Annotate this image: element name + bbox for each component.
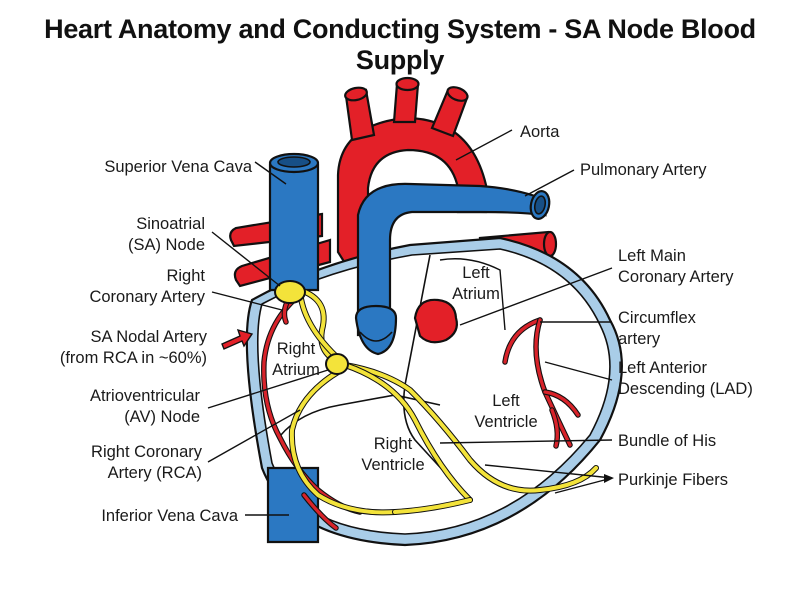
- leader-lines: [207, 129, 614, 516]
- label-av-node-line2: (AV) Node: [124, 408, 200, 426]
- label-aorta: Aorta: [520, 123, 560, 141]
- label-right-coronary-line1: Right: [166, 267, 205, 285]
- leader-pulmonary-artery: [524, 169, 575, 197]
- sa-nodal-artery-arrow: [221, 328, 254, 350]
- diagram-title: Heart Anatomy and Conducting System - SA…: [44, 14, 756, 75]
- label-lad-line2: Descending (LAD): [618, 380, 753, 398]
- purkinje-arrowhead: [604, 474, 614, 483]
- aorta-branch-3-end: [446, 86, 469, 102]
- label-bundle-of-his: Bundle of His: [618, 432, 716, 450]
- label-right-ventricle-line1: Right: [374, 435, 413, 453]
- label-circumflex-line1: Circumflex: [618, 309, 697, 327]
- aorta-branch-2-end: [395, 76, 420, 92]
- left-atrial-appendage: [413, 298, 458, 344]
- leader-sa-node: [211, 231, 281, 287]
- label-sa-nodal-line1: SA Nodal Artery: [91, 328, 208, 346]
- leader-superior-vena-cava: [254, 161, 287, 185]
- pulmonary-valve-cusp: [359, 331, 393, 342]
- heart-outline-inner: [256, 248, 611, 535]
- leader-left-main-coronary: [459, 267, 613, 326]
- label-left-ventricle-line2: Ventricle: [474, 413, 537, 431]
- label-right-ventricle-line2: Ventricle: [361, 456, 424, 474]
- label-left-main-line1: Left Main: [618, 247, 686, 265]
- label-sa-nodal-line2: (from RCA in ~60%): [60, 349, 207, 367]
- left-coronary-arteries: [502, 317, 581, 449]
- label-inferior-vena-cava: Inferior Vena Cava: [101, 507, 238, 525]
- label-right-atrium-line1: Right: [277, 340, 316, 358]
- aorta-branch-1-end: [344, 86, 368, 102]
- left-atrium-boundary: [439, 258, 506, 331]
- conduction-pathways: [288, 287, 599, 516]
- leader-lad: [544, 361, 613, 381]
- atrioventricular-line: [279, 394, 441, 437]
- label-left-atrium-line1: Left: [462, 264, 490, 282]
- sa-node: [274, 280, 306, 304]
- superior-vena-cava-lumen: [277, 156, 311, 168]
- leader-av-node: [207, 369, 329, 409]
- leader-aorta: [455, 129, 513, 161]
- av-node: [325, 353, 349, 375]
- label-sinoatrial-line2: (SA) Node: [128, 236, 205, 254]
- label-left-ventricle-line1: Left: [492, 392, 520, 410]
- leader-bundle-of-his: [439, 439, 613, 444]
- label-circumflex-line2: artery: [618, 330, 661, 348]
- label-purkinje-fibers: Purkinje Fibers: [618, 471, 728, 489]
- label-pulmonary-artery: Pulmonary Artery: [580, 161, 707, 179]
- superior-vena-cava: [268, 163, 320, 292]
- pulmonary-valve: [354, 304, 398, 356]
- leader-right-coronary-upper: [211, 291, 283, 311]
- leader-purkinje-2: [554, 477, 613, 494]
- label-rca-line2: Artery (RCA): [108, 464, 202, 482]
- label-left-atrium-line2: Atrium: [452, 285, 500, 303]
- label-rca-line1: Right Coronary: [91, 443, 203, 461]
- pulmonary-artery-lumen: [533, 195, 547, 215]
- leader-rca: [207, 409, 301, 463]
- left-pulmonary-vein-upper-end: [542, 230, 558, 258]
- label-left-main-line2: Coronary Artery: [618, 268, 734, 286]
- leader-purkinje-1: [484, 464, 613, 479]
- label-av-node-line1: Atrioventricular: [90, 387, 201, 405]
- label-sinoatrial-line1: Sinoatrial: [136, 215, 205, 233]
- label-right-atrium-line2: Atrium: [272, 361, 320, 379]
- label-right-coronary-line2: Coronary Artery: [89, 288, 205, 306]
- label-superior-vena-cava: Superior Vena Cava: [104, 158, 253, 176]
- label-lad-line1: Left Anterior: [618, 359, 707, 377]
